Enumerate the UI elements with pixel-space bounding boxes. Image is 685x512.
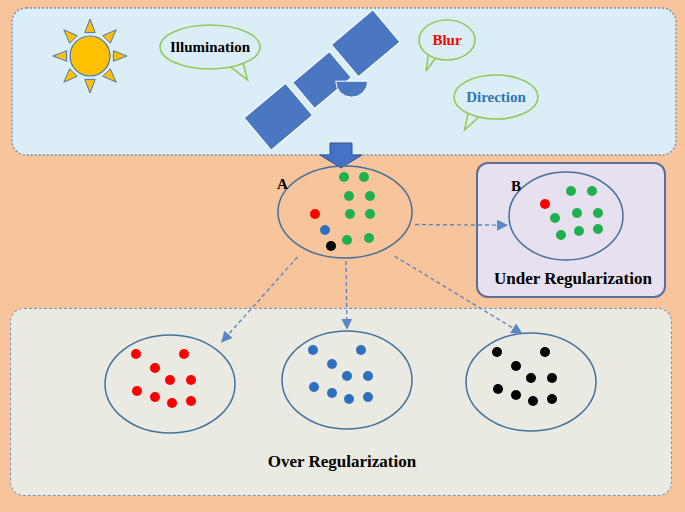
sample-dot [363, 392, 373, 402]
satellite-symbol [244, 10, 414, 167]
flow-arrow [320, 143, 362, 168]
cluster-ellipse [282, 331, 412, 429]
sample-dot [132, 386, 142, 396]
dashed-arrow [415, 224, 507, 226]
speech-bubble: Direction [452, 73, 540, 121]
sample-dot [342, 235, 352, 245]
dashed-arrow [395, 256, 522, 333]
ellipse-outline [507, 170, 625, 262]
sample-dot [364, 233, 374, 243]
sample-dot [167, 398, 177, 408]
sample-dot [572, 208, 582, 218]
sample-dot [587, 186, 597, 196]
sample-dot [186, 396, 196, 406]
sample-dot [320, 225, 330, 235]
dashed-arrow [222, 257, 298, 342]
sample-dot [150, 363, 160, 373]
sun-ray [85, 19, 95, 33]
sample-dot [131, 349, 141, 359]
sample-dot [550, 213, 560, 223]
sun-ray [103, 69, 116, 82]
sample-dot [327, 388, 337, 398]
sample-dot [593, 224, 603, 234]
sample-dot [540, 347, 550, 357]
speech-bubble: Illumination [158, 23, 262, 71]
cluster-ellipse [105, 335, 235, 433]
bubble-label: Blur [417, 32, 477, 49]
sample-dot [363, 371, 373, 381]
sample-dot [165, 375, 175, 385]
sample-dot [344, 191, 354, 201]
cluster-ellipse: B [507, 170, 625, 262]
sun-symbol [53, 19, 127, 93]
sun-ray [103, 30, 116, 43]
sample-dot [345, 209, 355, 219]
sample-dot [511, 361, 521, 371]
bubble-label: Illumination [158, 39, 262, 56]
cluster-ellipse [466, 333, 596, 431]
sample-dot [150, 392, 160, 402]
sample-dot [493, 384, 503, 394]
result-box: B Under Regularization [476, 162, 666, 298]
sample-dot [540, 199, 550, 209]
sky-band [12, 8, 676, 155]
sample-dot [309, 382, 319, 392]
sample-dot [511, 390, 521, 400]
sample-dot [547, 373, 557, 383]
sample-dot [186, 375, 196, 385]
sample-dot [342, 371, 352, 381]
sample-dot [593, 208, 603, 218]
sample-dot [308, 345, 318, 355]
sample-dot [359, 172, 369, 182]
group-title: Under Regularization [478, 269, 668, 289]
sun-ray [53, 51, 67, 61]
dashed-arrow [345, 261, 347, 329]
sun-ray [85, 79, 95, 93]
sample-dot [528, 396, 538, 406]
sample-dot [556, 230, 566, 240]
sample-dots [131, 172, 603, 408]
sample-dot [339, 172, 349, 182]
sample-dot [547, 394, 557, 404]
sample-dot [310, 209, 320, 219]
sample-dot [327, 359, 337, 369]
speech-bubble: Blur [417, 18, 477, 62]
sample-dot [356, 345, 366, 355]
sample-dot [566, 186, 576, 196]
bubble-label: Direction [452, 89, 540, 106]
sun-ray [64, 69, 77, 82]
sample-dot [344, 394, 354, 404]
sample-dot [365, 191, 375, 201]
sample-dot [492, 347, 502, 357]
sun-ray [113, 51, 127, 61]
sample-dot [179, 349, 189, 359]
sample-dot [326, 241, 336, 251]
cluster-ellipse: A [275, 165, 415, 261]
cluster-label: A [277, 176, 288, 193]
sample-dot [365, 209, 375, 219]
group-title: Over Regularization [11, 452, 673, 472]
sample-dot [574, 226, 584, 236]
ellipse-outline [275, 165, 415, 261]
result-band: Over Regularization [10, 308, 672, 496]
sample-dot [526, 373, 536, 383]
sun-ray [64, 30, 77, 43]
cluster-label: B [511, 178, 521, 195]
